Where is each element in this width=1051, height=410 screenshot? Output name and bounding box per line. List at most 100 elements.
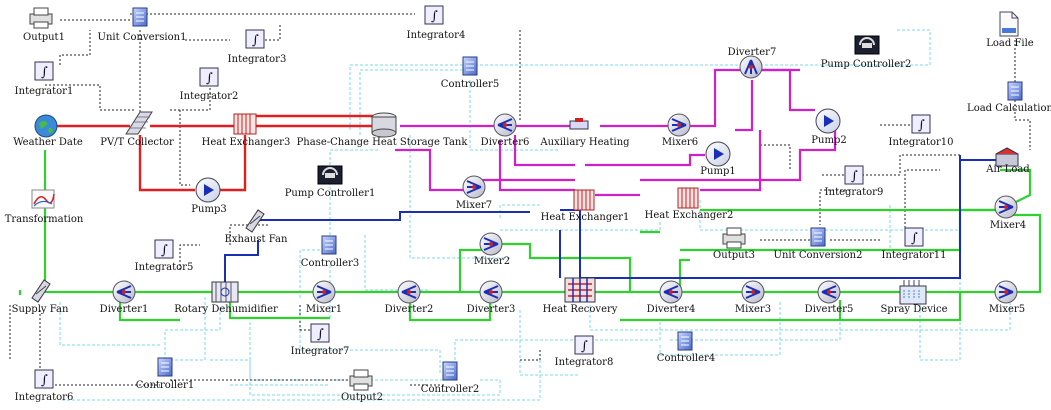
mixer-icon-mixer2[interactable] — [479, 232, 503, 256]
label-diverter1: Diverter1 — [99, 304, 149, 315]
fan-icon-supply-fan[interactable] — [31, 279, 51, 303]
label-spray-device: Spray Device — [880, 304, 948, 315]
label-pcm-tank: Phase-Change Heat Storage Tank — [296, 137, 468, 148]
document-icon-controller4[interactable] — [677, 331, 693, 351]
diverter-icon-diverter2[interactable] — [397, 280, 421, 304]
printer-icon-output3[interactable] — [722, 227, 746, 249]
svg-text:∫: ∫ — [41, 373, 48, 388]
label-heat-exchanger2: Heat Exchanger2 — [644, 210, 734, 221]
integrator-icon-integrator11[interactable]: ∫ — [904, 227, 924, 247]
label-controller5: Controller5 — [440, 79, 500, 90]
diverter-icon-diverter4[interactable] — [659, 280, 683, 304]
svg-text:∫: ∫ — [851, 169, 858, 184]
label-integrator3: Integrator3 — [227, 54, 287, 65]
mixer-icon-mixer4[interactable] — [994, 195, 1018, 219]
integrator-icon-integrator3[interactable]: ∫ — [245, 29, 265, 49]
printer-icon-output1[interactable] — [29, 7, 53, 29]
mixer-icon-mixer1[interactable] — [312, 280, 336, 304]
file-icon-load-file[interactable] — [999, 11, 1019, 37]
heat-exchanger-icon-heat-exchanger3[interactable] — [233, 113, 257, 135]
dehumidifier-icon-rotary-dehumidifier[interactable] — [211, 281, 239, 303]
heat-recovery-icon[interactable] — [564, 277, 596, 303]
svg-text:∫: ∫ — [911, 231, 918, 246]
fan-icon-exhaust-fan[interactable] — [245, 209, 265, 233]
printer-icon-output2[interactable] — [349, 369, 373, 391]
tank-icon-pcm-storage[interactable] — [371, 112, 397, 138]
heat-loop-lines — [55, 114, 375, 192]
heat-exchanger-icon-heat-exchanger2[interactable] — [677, 187, 699, 209]
document-icon-unit-conversion2[interactable] — [810, 227, 826, 247]
mixer-icon-mixer3[interactable] — [741, 280, 765, 304]
label-mixer7: Mixer7 — [455, 200, 493, 211]
document-icon-controller5[interactable] — [462, 56, 478, 76]
mixer-icon-mixer5[interactable] — [994, 280, 1018, 304]
label-pump-controller1: Pump Controller1 — [284, 188, 376, 199]
integrator-icon-integrator9[interactable]: ∫ — [844, 165, 864, 185]
svg-text:∫: ∫ — [206, 71, 213, 86]
label-mixer5: Mixer5 — [988, 304, 1026, 315]
integrator-icon-integrator4[interactable]: ∫ — [424, 5, 444, 25]
label-heat-exchanger1: Heat Exchanger1 — [540, 212, 630, 223]
svg-text:∫: ∫ — [317, 327, 324, 342]
integrator-icon-integrator10[interactable]: ∫ — [911, 114, 931, 134]
globe-icon-weather-date[interactable] — [34, 114, 58, 138]
diverter-icon-diverter6[interactable] — [493, 113, 517, 137]
pump-icon-pump1[interactable] — [705, 141, 731, 167]
label-pump-controller2: Pump Controller2 — [820, 59, 912, 70]
label-rotary-dehumidifier: Rotary Dehumidifier — [174, 304, 278, 315]
svg-text:∫: ∫ — [41, 65, 48, 80]
label-mixer6: Mixer6 — [661, 137, 699, 148]
diverter-icon-diverter3[interactable] — [479, 280, 503, 304]
label-controller3: Controller3 — [300, 258, 360, 269]
label-integrator7: Integrator7 — [290, 346, 350, 357]
label-integrator4: Integrator4 — [406, 30, 466, 41]
label-weather-date: Weather Date — [13, 137, 83, 148]
heater-icon-auxiliary-heating[interactable] — [569, 118, 589, 130]
diverter-icon-diverter5[interactable] — [817, 280, 841, 304]
integrator-icon-integrator2[interactable]: ∫ — [199, 67, 219, 87]
diverter-icon-diverter1[interactable] — [112, 280, 136, 304]
label-integrator10: Integrator10 — [888, 137, 954, 148]
integrator-icon-integrator5[interactable]: ∫ — [154, 239, 174, 259]
output-signal-lines — [9, 13, 1031, 386]
svg-text:∫: ∫ — [581, 339, 588, 354]
spray-icon-spray-device[interactable] — [899, 280, 927, 305]
heat-exchanger-icon-heat-exchanger1[interactable] — [573, 189, 595, 211]
pump-controller-icon-pump-controller1[interactable] — [317, 165, 343, 185]
exhaust-loop-lines — [224, 155, 1010, 290]
integrator-icon-integrator7[interactable]: ∫ — [310, 323, 330, 343]
pump-controller-icon-pump-controller2[interactable] — [854, 35, 880, 55]
document-icon-load-calculation[interactable] — [1007, 81, 1023, 101]
document-icon-unit-conversion1[interactable] — [132, 7, 148, 27]
label-diverter3: Diverter3 — [466, 304, 516, 315]
solar-panel-icon-pvt-collector[interactable] — [125, 111, 153, 135]
diverter-icon-diverter7[interactable] — [739, 55, 763, 79]
integrator-icon-integrator1[interactable]: ∫ — [34, 61, 54, 81]
document-icon-controller3[interactable] — [321, 235, 337, 255]
pump-icon-pump2[interactable] — [815, 108, 841, 134]
label-controller4: Controller4 — [656, 353, 716, 364]
building-icon-air-load[interactable] — [995, 147, 1019, 167]
label-integrator8: Integrator8 — [554, 357, 614, 368]
label-output3: Output3 — [713, 250, 755, 261]
mixer-icon-mixer6[interactable] — [667, 113, 691, 137]
integrator-icon-integrator8[interactable]: ∫ — [574, 335, 594, 355]
pump-icon-pump3[interactable] — [195, 177, 221, 203]
document-icon-controller2[interactable] — [442, 361, 458, 381]
label-supply-fan: Supply Fan — [11, 304, 69, 315]
label-controller1: Controller1 — [135, 380, 195, 391]
svg-text:∫: ∫ — [431, 9, 438, 24]
air-loop-lines — [18, 150, 1042, 322]
label-output1: Output1 — [23, 32, 65, 43]
integrator-icon-integrator6[interactable]: ∫ — [34, 369, 54, 389]
document-icon-controller1[interactable] — [157, 357, 173, 377]
label-load-calculation: Load Calculation — [967, 103, 1051, 114]
label-auxiliary-heating: Auxiliary Heating — [540, 137, 630, 148]
label-pvt-collector: PV/T Collector — [100, 137, 174, 148]
label-diverter4: Diverter4 — [646, 304, 696, 315]
label-load-file: Load File — [986, 38, 1034, 49]
transform-icon-transformation[interactable] — [31, 189, 55, 209]
label-output2: Output2 — [341, 392, 383, 403]
mixer-icon-mixer7[interactable] — [462, 175, 486, 199]
